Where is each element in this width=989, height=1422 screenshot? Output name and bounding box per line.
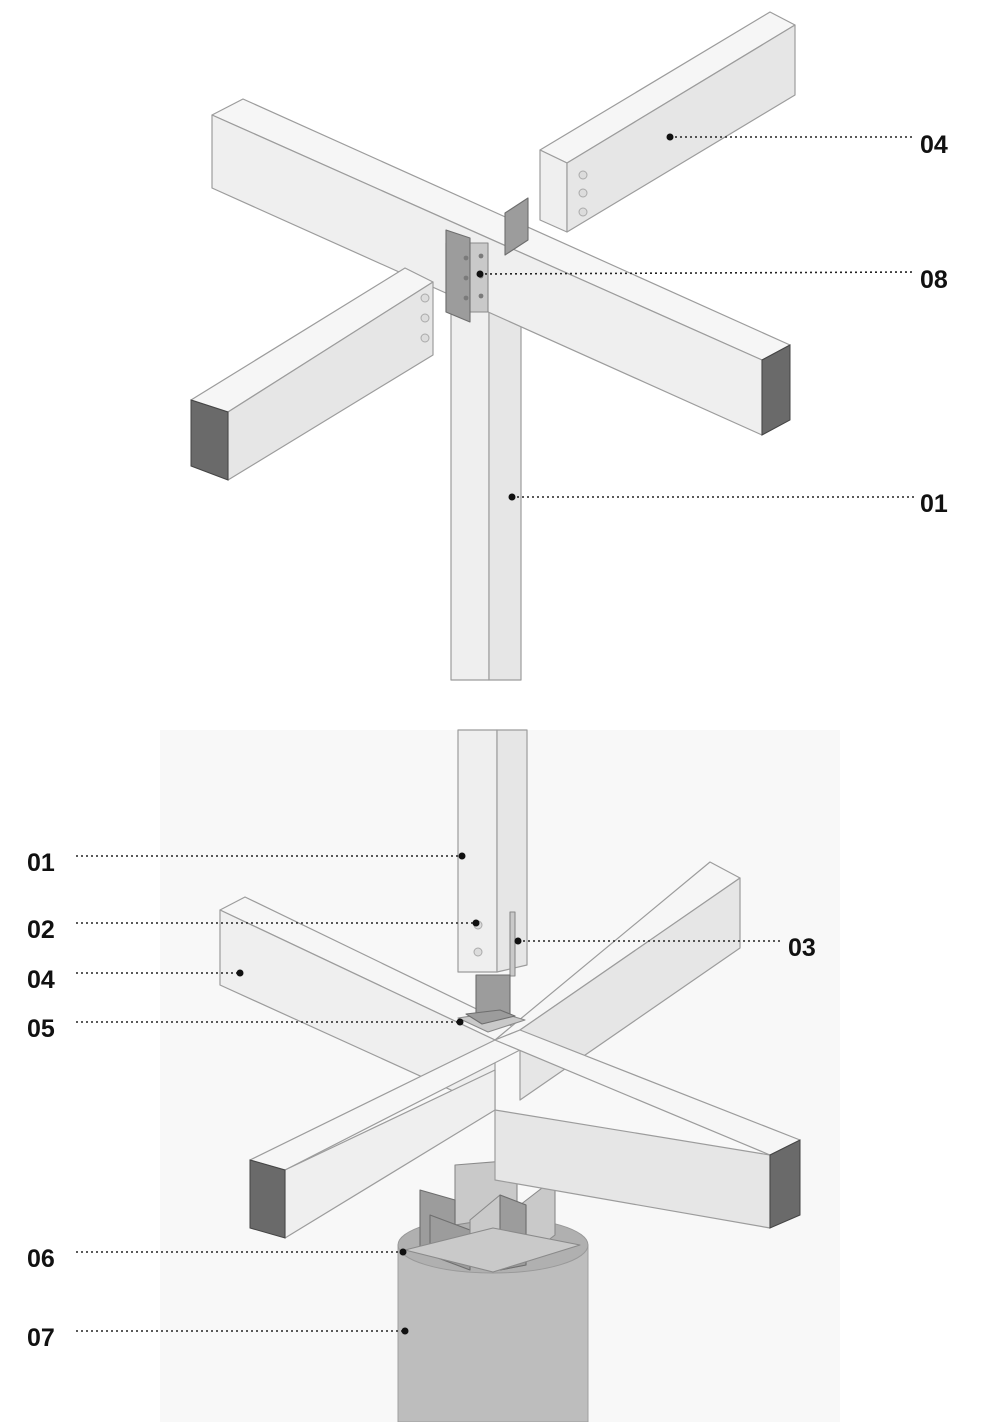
callout-01-top: 01 [920,490,948,518]
callout-07-bottom: 07 [27,1324,55,1352]
top-steel-connector-08 [445,197,529,323]
callout-02-bottom: 02 [27,916,55,944]
bottom-detail: 01 02 04 05 06 07 03 [27,729,840,1422]
callout-05-bottom: 05 [27,1015,55,1043]
top-leaders [476,133,915,501]
callout-01-bottom: 01 [27,849,55,877]
top-post [450,295,522,681]
callout-03-bottom: 03 [788,934,816,962]
callout-04-top: 04 [920,131,948,159]
bottom-cross-beams [219,861,801,1239]
top-detail: 04 08 01 [190,11,948,681]
bottom-post [457,729,528,973]
callout-04-bottom: 04 [27,966,55,994]
callout-08-top: 08 [920,266,948,294]
bottom-connector [457,911,526,1033]
callout-06-bottom: 06 [27,1245,55,1273]
bottom-leaders [76,852,782,1335]
top-beam-04 [539,11,796,233]
top-front-beam [190,267,434,481]
